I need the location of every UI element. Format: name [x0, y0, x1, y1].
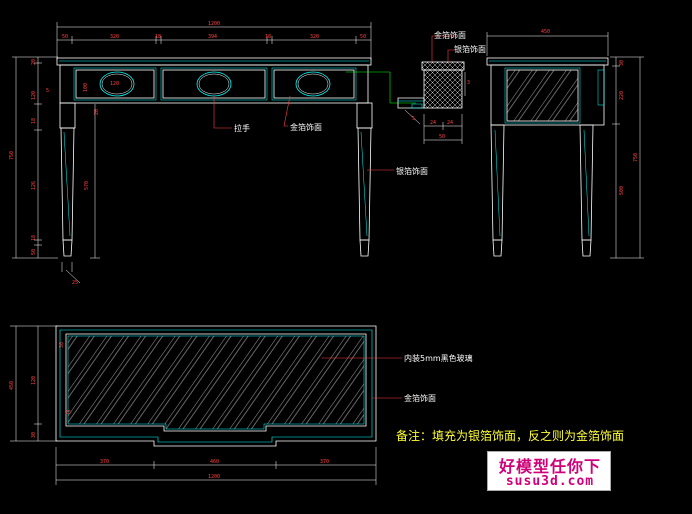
- front-inner-dim: 120: [110, 81, 119, 87]
- front-inner-dim: 100: [83, 83, 89, 92]
- watermark-slogan: 好模型任你下: [498, 457, 601, 476]
- section-leaders: [346, 71, 416, 104]
- side-height-seg: 220: [619, 91, 625, 100]
- front-top-dimensions: [56, 22, 372, 60]
- section-dim: 24: [430, 120, 436, 126]
- label-glass: 内装5mm黑色玻璃: [404, 353, 473, 363]
- section-profile: [397, 61, 465, 109]
- side-width: 450: [541, 29, 550, 35]
- label-silver-leaf-leg: 银箔饰面: [396, 166, 428, 176]
- section-dim: 50: [439, 134, 445, 140]
- section-detail: 金箔饰面 银箔饰面 3 24 24 50 5: [346, 30, 486, 144]
- section-dims: [404, 72, 466, 144]
- front-width-seg: 18: [155, 34, 161, 40]
- top-total-width: 1200: [208, 474, 220, 480]
- section-dim: 5: [412, 116, 415, 122]
- side-height-seg: 500: [619, 186, 625, 195]
- front-inner-dim: 570: [84, 181, 90, 190]
- front-width-seg: 18: [265, 34, 271, 40]
- front-inner-dim: 20: [94, 109, 100, 115]
- front-leg-bottom-dim: 25: [72, 280, 78, 286]
- top-left-dimensions: [10, 325, 58, 442]
- top-leaders: [322, 357, 402, 399]
- section-dim: 24: [447, 120, 453, 126]
- label-section-gold-leaf: 金箔饰面: [434, 30, 466, 40]
- front-overall-height: 750: [9, 151, 15, 160]
- front-width-seg: 394: [208, 34, 217, 40]
- top-bottom-dimensions: [55, 447, 377, 485]
- label-gold-leaf-front: 金箔饰面: [290, 122, 322, 132]
- front-legs: [59, 102, 373, 257]
- top-outline: [55, 325, 377, 447]
- front-height-seg: 18: [31, 235, 37, 241]
- side-view: 450 30 220 500 750: [486, 29, 644, 259]
- section-dim: 3: [467, 80, 470, 86]
- drawer-handles: [99, 71, 331, 97]
- front-view: 1200 50 320 18 394 18 320 50 20 120 18 1…: [9, 21, 428, 286]
- front-height-seg: 50: [31, 249, 37, 255]
- side-right-dimensions: [610, 56, 644, 259]
- label-top-gold-leaf: 金箔饰面: [404, 393, 436, 403]
- top-width-seg: 460: [210, 459, 219, 465]
- front-height-seg: 120: [31, 91, 37, 100]
- front-width-seg: 50: [360, 34, 366, 40]
- top-height-dim: 120: [31, 376, 37, 385]
- side-body: [486, 57, 609, 126]
- drawing-note: 备注：填充为银箔饰面，反之则为金箔饰面: [396, 428, 624, 443]
- front-leaders: [213, 95, 394, 171]
- watermark-logo: 好模型任你下 susu3d.com: [487, 451, 611, 491]
- front-width-seg: 320: [110, 34, 119, 40]
- side-top-dimension: [486, 32, 609, 56]
- side-height-seg: 30: [619, 60, 625, 66]
- front-small-dim: 5: [46, 88, 49, 94]
- front-left-dimensions: [12, 56, 58, 259]
- front-height-seg: 20: [31, 59, 37, 65]
- front-tabletop: [56, 57, 372, 66]
- side-overall-height: 750: [633, 153, 639, 162]
- top-height-dim: 30: [31, 432, 37, 438]
- watermark-url: susu3d.com: [505, 474, 595, 489]
- front-leg-dims: [61, 104, 100, 284]
- top-width-seg: 370: [320, 459, 329, 465]
- front-width-seg: 50: [62, 34, 68, 40]
- top-height-dim: 450: [9, 381, 15, 390]
- side-legs: [490, 69, 605, 257]
- section-callouts: [431, 35, 455, 62]
- front-height-seg: 126: [31, 181, 37, 190]
- front-width-seg: 320: [310, 34, 319, 40]
- label-handle: 拉手: [234, 123, 250, 133]
- top-width-seg: 370: [100, 459, 109, 465]
- front-height-seg: 18: [31, 118, 37, 124]
- top-view: 450 120 30 30 25 内装5mm黑色玻璃 金箔饰面 370 460 …: [9, 325, 473, 485]
- top-inner-dim: 30: [59, 342, 65, 348]
- front-total-width: 1200: [208, 21, 220, 27]
- top-inner-dim: 25: [65, 410, 71, 416]
- label-section-silver-leaf: 银箔饰面: [454, 44, 486, 54]
